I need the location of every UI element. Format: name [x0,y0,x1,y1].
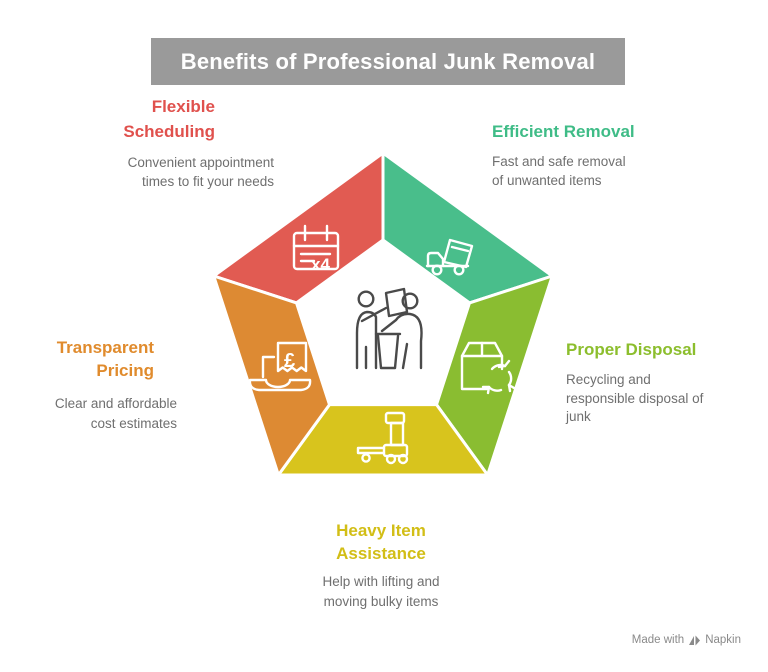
pallet-jack-icon [356,411,409,465]
people-exchange-icon [355,287,423,370]
calendar-badge: x4 [311,255,330,274]
desc-proper-disposal: Recycling and responsible disposal of ju… [566,372,704,424]
dump-truck-icon [425,238,474,276]
watermark-prefix: Made with [631,634,685,646]
receipt-pound-icon: £ [248,341,312,392]
recycle-box-icon [460,341,516,395]
segment-transparent-pricing [212,274,331,477]
desc-transparent-pricing: Clear and affordable cost estimates [54,396,177,431]
heading-flexible-scheduling: Flexible Scheduling [123,97,215,141]
watermark-brand: Napkin [705,634,741,646]
calendar-icon: x4 [292,224,340,274]
pound-symbol: £ [284,350,295,372]
heading-transparent-pricing: Transparent Pricing [56,338,154,380]
title-box: Benefits of Professional Junk Removal [151,38,625,85]
heading-proper-disposal: Proper Disposal [566,340,697,359]
napkin-watermark: Made with Napkin [632,632,741,648]
napkin-logo-icon [689,635,701,645]
desc-heavy-item-assistance: Help with lifting and moving bulky items [322,574,440,609]
heading-efficient-removal: Efficient Removal [492,122,635,141]
desc-efficient-removal: Fast and safe removal of unwanted items [492,154,626,188]
page-title: Benefits of Professional Junk Removal [180,48,596,74]
desc-flexible-scheduling: Convenient appointment times to fit your… [127,155,274,189]
heading-heavy-item-assistance: Heavy Item Assistance [336,521,426,563]
